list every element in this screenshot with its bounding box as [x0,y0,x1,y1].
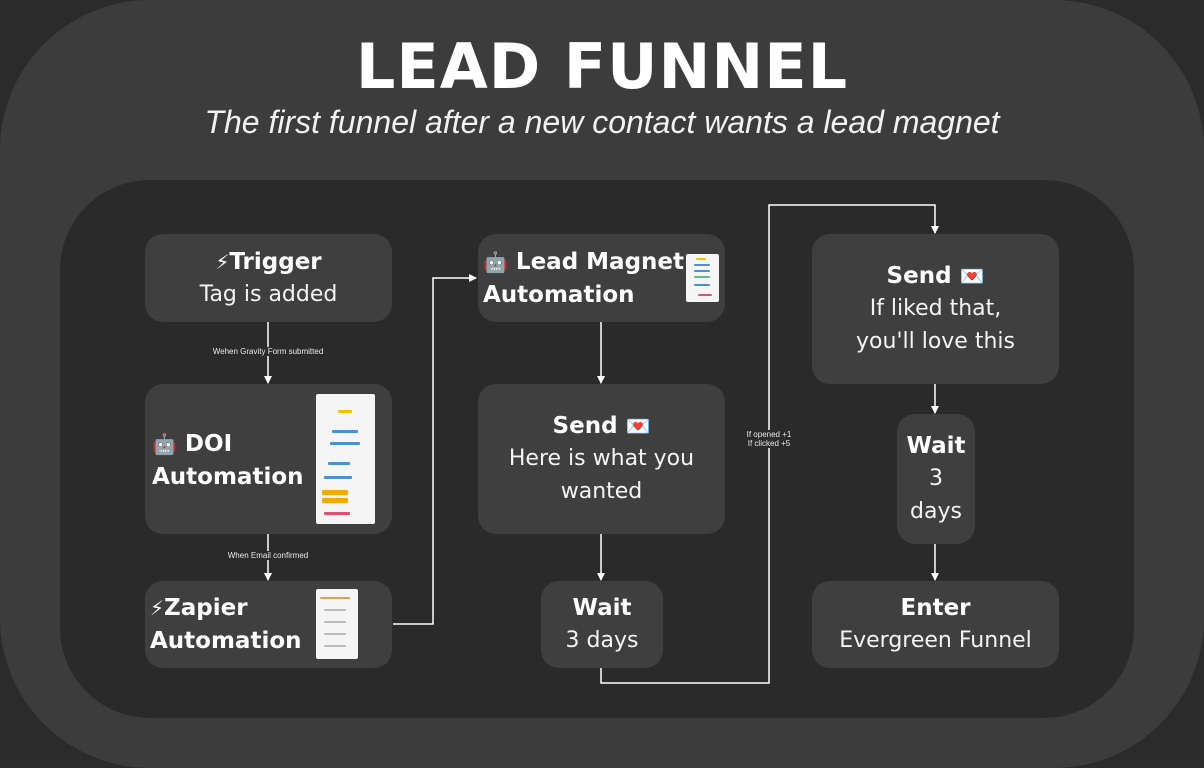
send2-line1: If liked that, [869,296,1002,321]
node-zapier-automation: ⚡Zapier Automation [145,581,392,668]
edge-zapier-leadmagnet [393,274,477,625]
zapier-workflow-thumbnail [316,589,358,659]
send2-heading: Send 💌 [887,260,985,292]
robot-icon: 🤖 [483,250,508,274]
enter-heading: Enter [900,595,971,621]
wait2-line1: 3 [929,466,943,491]
enter-body: Evergreen Funnel [839,628,1032,653]
send1-heading: Send 💌 [553,410,651,442]
node-lead-magnet-automation: 🤖 Lead Magnet Automation [478,234,725,322]
send1-line1: Here is what you [508,446,695,471]
trigger-heading: ⚡Trigger [215,246,321,278]
node-send-if-liked-that: Send 💌 If liked that, you'll love this [812,234,1059,384]
zapier-title: Zapier [164,595,248,621]
trigger-body: Tag is added [199,281,338,307]
edge-label-scoring: If opened +1 If clicked +5 [742,430,796,448]
send1-title: Send [552,413,618,439]
lightning-icon: ⚡ [150,596,165,620]
doi-workflow-thumbnail [316,394,375,524]
score-clicked: If clicked +5 [747,439,791,448]
page-title: LEAD FUNNEL [355,30,849,103]
lead-magnet-title: Lead Magnet [515,249,685,275]
lightning-icon: ⚡ [215,249,230,274]
page-subtitle: The first funnel after a new contact wan… [204,104,1000,140]
node-send-here-is-what-you-wanted: Send 💌 Here is what you wanted [478,384,725,534]
edge-label-form-submitted: Wehen Gravity Form submitted [198,347,338,356]
trigger-title: Trigger [229,248,322,275]
zapier-line2: Automation [150,628,302,654]
send2-title: Send [886,263,952,289]
lead-magnet-line1: 🤖 Lead Magnet [483,246,684,279]
wait1-body: 3 days [565,628,639,653]
node-enter-evergreen-funnel: Enter Evergreen Funnel [812,581,1059,668]
lead-magnet-line2: Automation [483,282,635,308]
wait1-heading: Wait [572,595,632,621]
send2-line2: you'll love this [856,329,1015,354]
doi-line2: Automation [152,464,304,490]
node-trigger: ⚡Trigger Tag is added [145,234,392,322]
zapier-line1: ⚡Zapier [150,592,248,625]
send1-line2: wanted [560,479,643,504]
node-doi-automation: 🤖 DOI Automation [145,384,392,534]
love-letter-icon: 💌 [625,414,651,438]
lead-magnet-workflow-thumbnail [686,254,719,302]
doi-line1: 🤖 DOI [152,428,232,461]
wait2-line2: days [910,499,962,524]
doi-title: DOI [184,431,233,457]
node-wait-3-days: Wait 3 days [541,581,663,668]
edge-label-email-confirmed: When Email confirmed [208,551,328,560]
love-letter-icon: 💌 [959,264,985,288]
wait2-heading: Wait [906,433,966,459]
robot-icon: 🤖 [152,432,177,456]
score-opened: If opened +1 [746,430,792,439]
node-wait-3-days-2: Wait 3 days [897,414,975,544]
